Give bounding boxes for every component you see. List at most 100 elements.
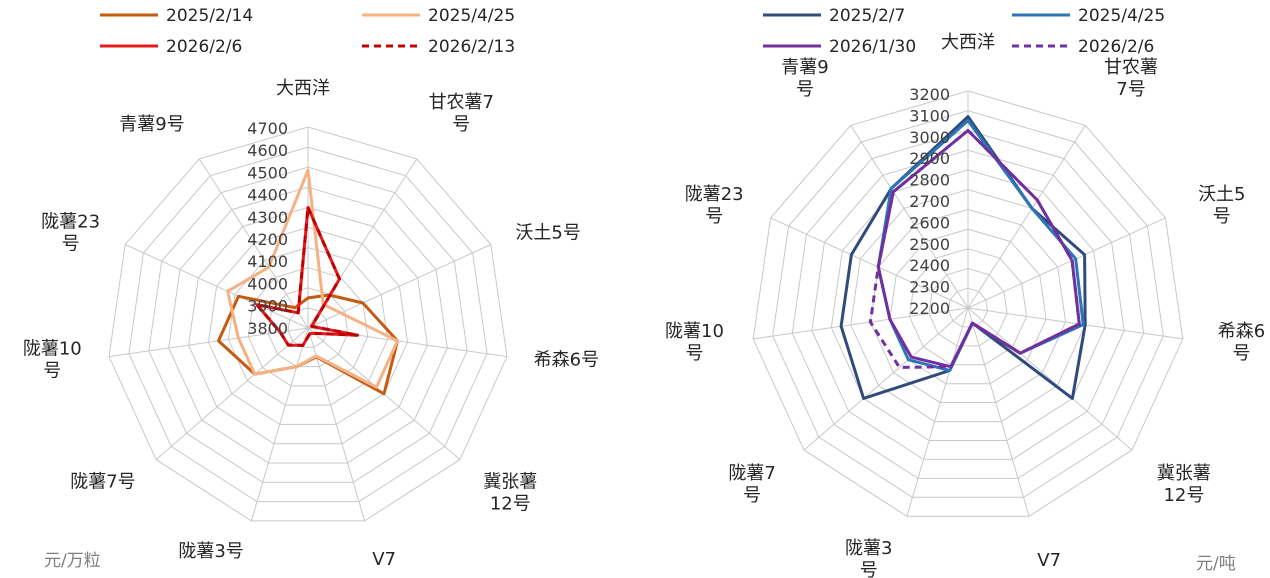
category-label: 7号 [1116,79,1145,100]
category-label: 陇薯10 [665,321,724,342]
grid-spoke [250,327,309,522]
tick-label: 2600 [909,213,950,232]
legend-label: 2026/2/6 [166,37,242,57]
tick-label: 2700 [909,192,950,211]
radial-tick-labels: 3200310030002900280027002600250024002300… [909,85,950,318]
legend: 2025/2/7 2025/4/25 2026/1/30 2026/2/6 [763,6,1165,57]
grid-ring [128,146,488,503]
legend-label: 2025/2/14 [166,6,253,26]
tick-label: 4700 [247,119,288,138]
category-label: 号 [1213,206,1231,227]
category-label: 12号 [490,493,531,514]
grid-spoke [850,125,969,309]
category-label: 冀张薯 [483,471,537,492]
category-labels: 大西洋甘农薯7号沃土5号希森6号冀张薯12号V7陇薯3号陇薯7号陇薯10号陇薯2… [23,78,599,570]
category-label: 希森6号 [534,349,599,370]
category-labels: 大西洋甘农薯7号沃土5号希森6号冀张薯12号V7陇薯3号陇薯7号陇薯10号陇薯2… [665,32,1265,578]
category-label: 甘农薯 [1104,57,1158,78]
grid-ring [287,307,329,348]
legend-label: 2025/2/7 [829,6,905,26]
tick-label: 4000 [247,274,288,293]
tick-label: 2800 [909,171,950,190]
grid-ring [811,149,1125,460]
legend: 2025/2/14 2025/4/25 2026/2/6 2026/2/13 [100,6,515,57]
category-label: 陇薯23 [685,184,744,205]
category-label: 沃土5 [1198,184,1245,205]
category-label: 青薯9号 [119,114,184,135]
tick-label: 3900 [247,297,288,316]
category-label: 号 [686,343,704,364]
tick-label: 2200 [909,299,950,318]
grid-spoke [155,327,309,460]
category-label: 冀张薯 [1157,463,1211,484]
tick-label: 4300 [247,208,288,227]
category-label: 陇薯10 [23,338,82,359]
tick-label: 3100 [909,106,950,125]
tick-label: 4500 [247,163,288,182]
category-label: 陇薯7号 [70,471,135,492]
tick-label: 3000 [909,128,950,147]
grid-ring [227,247,389,406]
tick-label: 4200 [247,230,288,249]
category-label: 陇薯3号 [178,541,243,562]
tick-label: 2500 [909,235,950,254]
unit-label-left: 元/万粒 [44,551,101,571]
tick-label: 4400 [247,186,288,205]
grid-spoke [906,307,969,517]
series-line-4 [255,205,360,347]
grid-ring [908,248,1028,366]
category-label: 号 [743,485,761,506]
category-label: 希森6 [1218,321,1265,342]
category-label: 陇薯23 [41,211,100,232]
legend-label: 2026/1/30 [829,37,916,57]
grid-spoke [967,217,1166,309]
grid-ring [148,166,468,483]
unit-label-right: 元/吨 [1196,554,1236,574]
category-label: 号 [860,560,878,578]
category-label: 号 [705,206,723,227]
grid-spoke [803,307,969,451]
grid-spoke [770,217,969,309]
tick-label: 3800 [247,319,288,338]
grid-ring [772,110,1164,498]
grid-spoke [108,327,309,358]
radial-tick-labels: 4700 4600 4500 4400 4300 4200 4100 4000 3900 3800 [247,119,288,338]
legend-label: 2026/2/6 [1078,37,1154,57]
category-label: 12号 [1163,485,1204,506]
grid-spoke [753,307,969,340]
category-label: 陇薯3 [845,538,892,559]
category-label: 号 [452,114,470,135]
radar-grid [108,126,508,522]
grid-spoke [124,244,309,329]
grid-spoke [967,307,1133,451]
grid-ring [168,186,448,464]
tick-label: 4100 [247,252,288,271]
grid-ring [791,129,1145,479]
tick-label: 2300 [909,278,950,297]
grid-ring [947,287,989,328]
radar-chart-2: 3200310030002900280027002600250024002300… [665,6,1265,578]
grid-ring [207,226,409,425]
legend-label: 2025/4/25 [428,6,515,26]
tick-label: 3200 [909,85,950,104]
category-label: 青薯9 [781,57,828,78]
grid-ring [108,126,508,522]
category-label: 大西洋 [941,32,995,53]
tick-label: 4600 [247,141,288,160]
grid-ring [889,228,1047,385]
category-label: 号 [796,79,814,100]
grid-ring [188,206,428,445]
category-label: 号 [43,360,61,381]
category-label: 陇薯7 [728,463,775,484]
grid-spoke [967,307,1183,340]
series-line-1 [839,115,1087,400]
grid-ring [928,267,1008,347]
category-label: 号 [62,233,80,254]
tick-label: 2900 [909,149,950,168]
legend-label: 2026/2/13 [428,37,515,57]
legend-label: 2025/4/25 [1078,6,1165,26]
grid-spoke [967,125,1086,309]
series-line-2 [226,168,399,389]
category-label: V7 [372,549,396,570]
